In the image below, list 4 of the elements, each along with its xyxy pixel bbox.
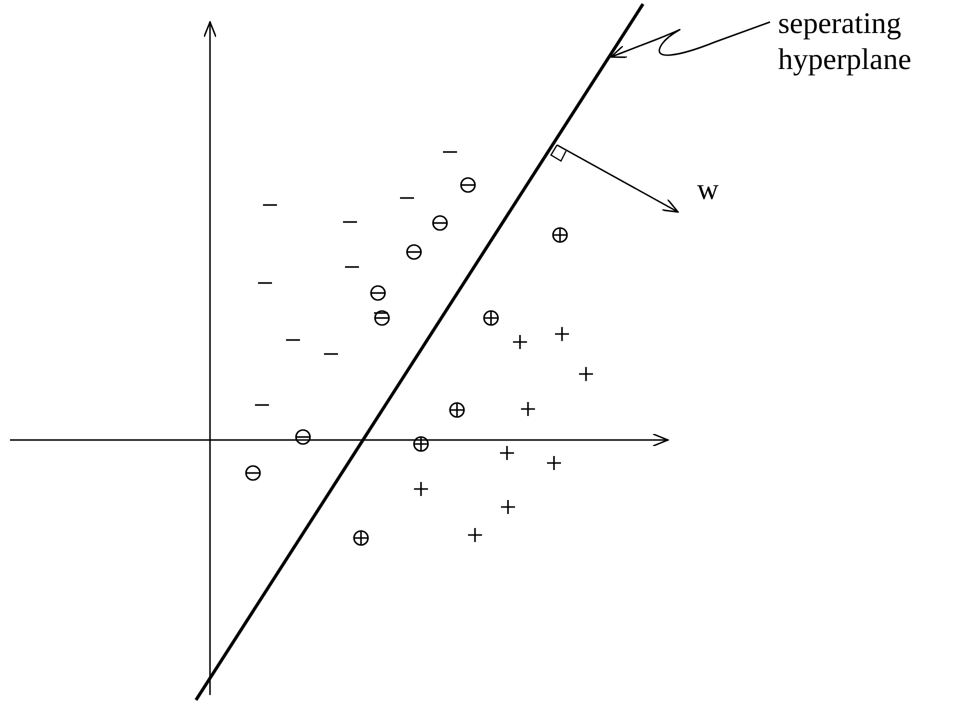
callout-label: seperating hyperplane [778, 6, 948, 78]
vector-label: w [697, 172, 719, 208]
leader-line [610, 21, 770, 58]
hyperplane-line [194, 3, 644, 701]
